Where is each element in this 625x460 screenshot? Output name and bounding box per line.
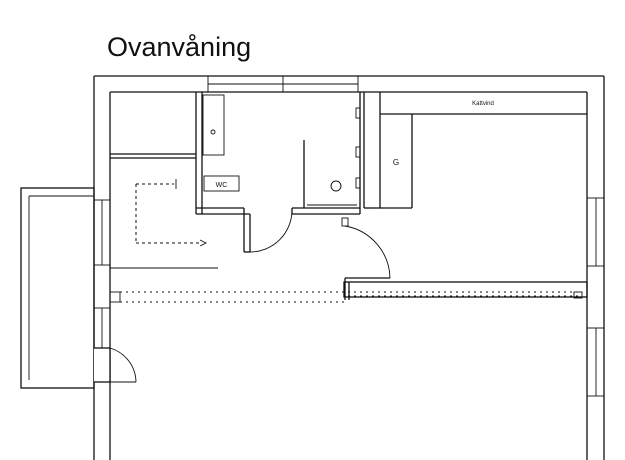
wardrobe-label: Kattvind xyxy=(472,101,494,107)
hall-door xyxy=(341,217,391,300)
left-windows xyxy=(93,199,111,349)
plan-title: Ovanvåning xyxy=(107,32,251,62)
balcony xyxy=(20,187,95,389)
storage-room xyxy=(110,153,196,159)
shower-drain xyxy=(330,180,342,192)
wardrobe: Kattvind G xyxy=(364,92,587,209)
sink xyxy=(202,94,225,156)
wc-toilet xyxy=(203,175,240,192)
stair-arrow xyxy=(135,179,208,247)
top-windows xyxy=(207,75,359,93)
wc-label: WC xyxy=(216,182,228,189)
closet-label: G xyxy=(393,158,399,167)
right-windows xyxy=(586,197,605,397)
beam-line xyxy=(109,281,588,303)
balcony-door xyxy=(94,347,137,383)
bathroom: WC xyxy=(195,92,365,253)
